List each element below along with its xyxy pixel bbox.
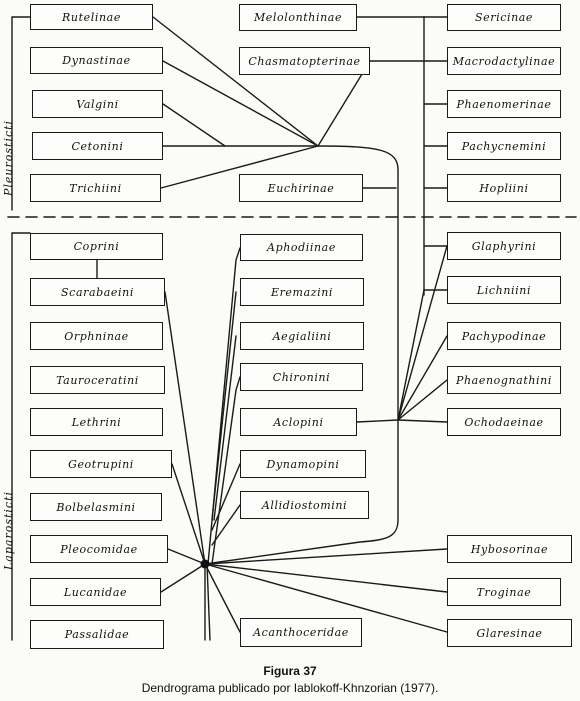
taxon-box-coprini: Coprini <box>30 233 163 260</box>
taxon-box-aclopini: Aclopini <box>240 408 357 436</box>
taxon-box-tauroceratini: Tauroceratini <box>30 366 165 394</box>
taxon-box-phaenognathini: Phaenognathini <box>447 366 561 394</box>
taxon-box-cetonini: Cetonini <box>32 132 163 160</box>
taxon-box-pleocomidae: Pleocomidae <box>30 535 168 563</box>
taxon-box-phaenomerinae: Phaenomerinae <box>447 90 561 118</box>
taxon-box-troginae: Troginae <box>447 578 561 606</box>
taxon-box-chasmatopterinae: Chasmatopterinae <box>239 47 370 75</box>
taxon-box-trichiini: Trichiini <box>30 174 161 202</box>
taxon-box-valgini: Valgini <box>32 90 163 118</box>
pleurosticti-bracket <box>11 16 31 211</box>
taxon-box-lucanidae: Lucanidae <box>30 578 161 606</box>
taxon-box-eremazini: Eremazini <box>240 278 364 306</box>
taxon-box-passalidae: Passalidae <box>30 620 164 649</box>
taxon-box-hopliini: Hopliini <box>447 174 561 202</box>
taxon-box-lichniini: Lichniini <box>447 276 561 304</box>
taxon-box-geotrupini: Geotrupini <box>30 450 172 478</box>
taxon-box-pachycnemini: Pachycnemini <box>447 132 561 160</box>
taxon-box-pachypodinae: Pachypodinae <box>447 322 561 350</box>
taxon-box-hybosorinae: Hybosorinae <box>447 535 572 563</box>
taxon-box-lethrini: Lethrini <box>30 408 163 436</box>
taxon-box-sericinae: Sericinae <box>447 4 561 31</box>
taxon-box-macrodactylinae: Macrodactylinae <box>447 47 561 75</box>
taxon-box-aegialiini: Aegialiini <box>240 322 364 350</box>
taxon-box-bolbelasmini: Bolbelasmini <box>30 493 162 521</box>
pleurosticti-label: Pleurosticti <box>2 119 15 196</box>
root-node <box>200 559 210 569</box>
taxon-box-scarabaeini: Scarabaeini <box>30 278 165 306</box>
taxon-box-dynastinae: Dynastinae <box>30 47 163 74</box>
taxon-box-dynamopini: Dynamopini <box>240 450 366 478</box>
taxon-box-glaresinae: Glaresinae <box>447 619 572 647</box>
taxon-box-euchirinae: Euchirinae <box>239 174 363 202</box>
laparosticti-label: Laparosticti <box>2 490 15 570</box>
taxon-box-rutelinae: Rutelinae <box>30 4 153 30</box>
figure-caption-title: Figura 37 <box>263 664 317 678</box>
taxon-box-chironini: Chironini <box>240 363 363 391</box>
taxon-box-acanthoceridae: Acanthoceridae <box>240 618 362 647</box>
taxon-box-melolonthinae: Melolonthinae <box>239 4 357 31</box>
taxon-box-ochodaeinae: Ochodaeinae <box>447 408 561 436</box>
figure-caption-text: Dendrograma publicado por Iablokoff-Khnz… <box>141 681 439 695</box>
taxon-box-orphninae: Orphninae <box>30 322 163 350</box>
taxon-box-glaphyrini: Glaphyrini <box>447 232 561 260</box>
laparosticti-bracket <box>11 232 31 641</box>
taxon-box-aphodiinae: Aphodiinae <box>240 234 363 261</box>
taxon-box-allidiostomini: Allidiostomini <box>240 491 369 519</box>
